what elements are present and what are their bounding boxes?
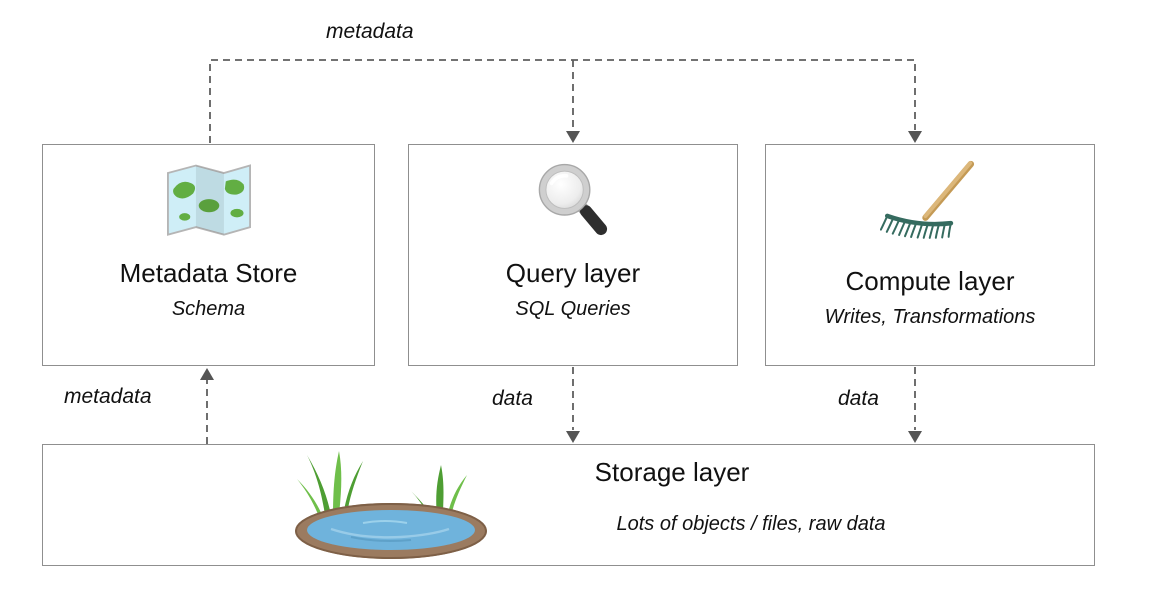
arrowhead-storage-query xyxy=(566,431,580,443)
pond-icon xyxy=(291,445,491,563)
query-layer-title: Query layer xyxy=(505,258,641,288)
arrowhead-query-top xyxy=(566,131,580,143)
metadata-store-box: Metadata Store Schema xyxy=(42,144,375,366)
edge-label-metadata-top: metadata xyxy=(326,20,414,43)
rake-icon xyxy=(880,159,980,251)
storage-layer-box: Storage layer Lots of objects / files, r… xyxy=(42,444,1095,566)
query-layer-subtitle: SQL Queries xyxy=(515,297,631,320)
map-icon xyxy=(161,159,257,243)
metadata-top-connector xyxy=(209,59,916,143)
query-layer-box: Query layer SQL Queries xyxy=(408,144,738,366)
compute-layer-title: Compute layer xyxy=(845,266,1015,296)
edge-label-data-compute: data xyxy=(838,387,879,410)
edge-label-metadata-left: metadata xyxy=(64,385,152,408)
storage-layer-title: Storage layer xyxy=(594,457,750,487)
arrowhead-metadata-bottom xyxy=(200,368,214,380)
storage-layer-subtitle: Lots of objects / files, raw data xyxy=(616,513,886,535)
compute-layer-subtitle: Writes, Transformations xyxy=(824,305,1036,328)
metadata-store-title: Metadata Store xyxy=(119,258,298,288)
arrowhead-compute-top xyxy=(908,131,922,143)
edge-label-data-query: data xyxy=(492,387,533,410)
metadata-store-subtitle: Schema xyxy=(171,297,246,320)
arrowhead-storage-compute xyxy=(908,431,922,443)
compute-layer-box: Compute layer Writes, Transformations xyxy=(765,144,1095,366)
magnifying-glass-icon xyxy=(531,159,615,243)
